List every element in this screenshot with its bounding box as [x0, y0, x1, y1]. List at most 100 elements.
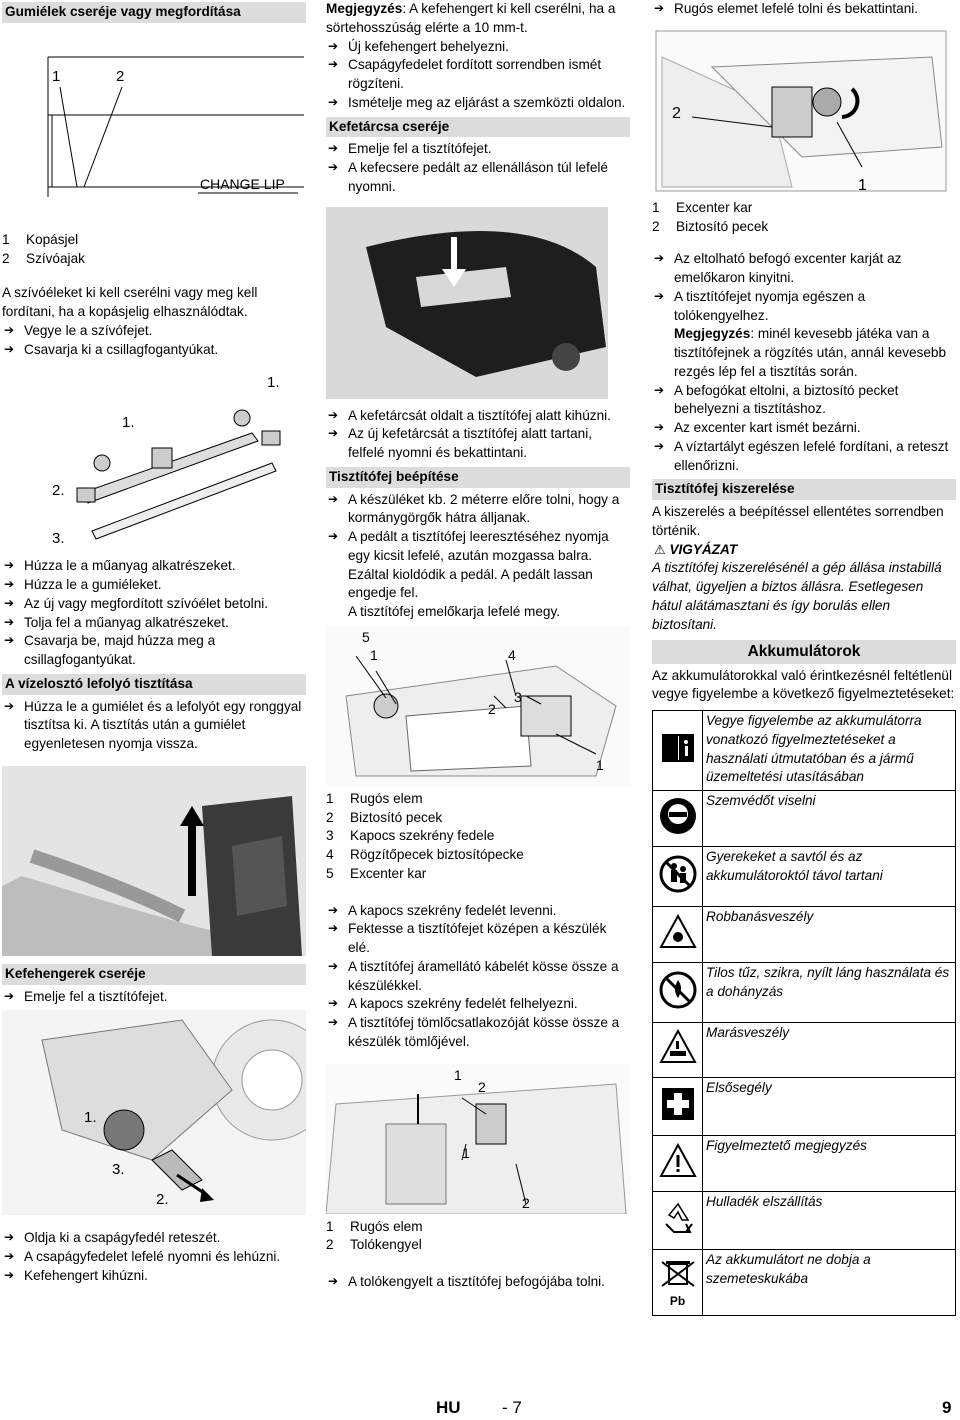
- recycling-icon: [652, 1190, 703, 1250]
- fig7-n2a: 2: [478, 1078, 486, 1095]
- no-fire-icon: [652, 962, 703, 1024]
- safety-row: Robbanásveszély: [652, 906, 956, 964]
- safety-row: Gyerekeket a savtól és az akkumulátorokt…: [652, 846, 956, 908]
- safety-row: Marásveszély: [652, 1022, 956, 1078]
- step: A tolókengyelt a tisztítófej befogójába …: [326, 1273, 630, 1292]
- eccentric-lever-drawing: [655, 30, 947, 192]
- fig2-label-3: 3.: [52, 530, 65, 548]
- fig6-n1a: 1: [370, 646, 378, 663]
- squeegee-drawing: [76, 409, 281, 540]
- fig4-label-3: 3.: [112, 1161, 125, 1179]
- footer-page-number: 9: [942, 1398, 952, 1417]
- fig6-n1b: 1: [596, 756, 604, 773]
- manual-icon: [652, 710, 703, 792]
- note-play: Megjegyzés: minél kevesebb játéka van a …: [674, 326, 947, 379]
- step: A kefecsere pedált az ellenálláson túl l…: [326, 159, 630, 197]
- brush-roller-drawing: [2, 1010, 306, 1216]
- step: Emelje fel a tisztítófejet.: [2, 988, 306, 1007]
- push-bracket-drawing: [326, 1063, 630, 1214]
- step: A kapocs szekrény fedelét felhelyezni.: [326, 995, 630, 1014]
- warning-title: ⚠ VIGYÁZAT: [654, 541, 738, 557]
- fig2-label-1a: 1.: [122, 414, 135, 432]
- note-brush-length: Megjegyzés: A kefehengert ki kell cserél…: [326, 1, 616, 35]
- step: Fektesse a tisztítófejet középen a készü…: [326, 920, 630, 958]
- step: Új kefehengert behelyezni.: [326, 38, 630, 57]
- fig4-label-1: 1.: [84, 1109, 97, 1127]
- explosion-hazard-icon: [652, 906, 703, 964]
- step: Csavarja ki a csillagfogantyúkat.: [2, 341, 306, 360]
- step: A tisztítófej áramellátó kábelét kösse ö…: [326, 958, 630, 996]
- fig8-n2: 2: [672, 104, 681, 122]
- step: Az excenter kart ismét bezárni.: [652, 419, 956, 438]
- indent-note: A tisztítófej emelőkarja lefelé megy.: [348, 604, 561, 619]
- fig1-number-2: 2: [116, 67, 125, 85]
- pedal-photo: [326, 206, 608, 399]
- change-lip-drawing: [47, 26, 304, 227]
- fig7-n1a: 1: [454, 1066, 462, 1083]
- paragraph-removal: A kiszerelés a beépítéssel ellentétes so…: [652, 504, 944, 538]
- fig8-n1: 1: [858, 176, 867, 194]
- first-aid-icon: [652, 1076, 703, 1136]
- safety-row: Vegye figyelembe az akkumulátorra vonatk…: [652, 710, 956, 792]
- step: Húzza le a gumiéleket.: [2, 576, 306, 595]
- fig7-n1b: 1: [462, 1144, 470, 1161]
- fig1-number-1: 1: [52, 67, 61, 85]
- warning-text: A tisztítófej kiszerelésénél a gép állás…: [652, 560, 942, 632]
- fig1-change-lip-label: CHANGE LIP: [200, 175, 285, 192]
- step: A készüléket kb. 2 méterre előre tolni, …: [326, 491, 630, 529]
- heading-gumielek: Gumiélek cseréje vagy megfordítása: [2, 2, 306, 23]
- safety-row: Hulladék elszállítás: [652, 1190, 956, 1250]
- safety-row: Pb Az akkumulátort ne dobja a szemetesku…: [652, 1248, 956, 1316]
- step: Az új vagy megfordított szívóélet betoln…: [2, 595, 306, 614]
- step: A víztartályt egészen lefelé fordítani, …: [652, 438, 956, 476]
- fig6-n4: 4: [508, 646, 516, 663]
- step: Csapágyfedelet fordított sorrendben ismé…: [326, 56, 630, 94]
- footer-page: - 7: [502, 1398, 522, 1417]
- eye-protection-icon: [652, 790, 703, 848]
- fig4-label-2: 2.: [156, 1191, 169, 1209]
- step: Az eltolható befogó excenter karját az e…: [652, 250, 956, 288]
- heading-kiszerelese: Tisztítófej kiszerelése: [652, 479, 956, 500]
- step: A csapágyfedelet lefelé nyomni és lehúzn…: [2, 1248, 306, 1267]
- step: A befogókat eltolni, a biztosító pecket …: [652, 382, 956, 420]
- figure-drain-photo: [2, 765, 306, 956]
- figure-head-installation: 5 1 4 2 3 1: [326, 625, 630, 786]
- fig2-label-2: 2.: [52, 482, 65, 500]
- fig7-n2b: 2: [522, 1194, 530, 1211]
- figure-squeegee-exploded: 1. 1. 2. 3.: [2, 363, 306, 554]
- step: A kefetárcsát oldalt a tisztítófej alatt…: [326, 407, 630, 426]
- head-installation-drawing: [326, 625, 630, 786]
- safety-row: Szemvédőt viselni: [652, 790, 956, 848]
- no-trash-bin-icon: Pb: [652, 1248, 703, 1316]
- figure-brush-pedal-photo: [326, 206, 608, 399]
- heading-vizeloszto: A vízelosztó lefolyó tisztítása: [2, 673, 306, 695]
- step: Vegye le a szívófejet.: [2, 322, 306, 341]
- safety-row: Tilos tűz, szikra, nyílt láng használata…: [652, 962, 956, 1024]
- step: Húzza le a műanyag alkatrészeket.: [2, 557, 306, 576]
- step: Ismételje meg az eljárást a szemközti ol…: [326, 94, 630, 113]
- drain-photo: [2, 765, 306, 956]
- fig2-label-1b: 1.: [267, 374, 280, 392]
- step: Az új kefetárcsát a tisztítófej alatt ta…: [326, 425, 630, 463]
- figure-brush-roller: 1. 2. 3.: [2, 1010, 306, 1216]
- warning-note-icon: [652, 1134, 703, 1192]
- corrosive-icon: [652, 1022, 703, 1078]
- step: A tisztítófej tömlőcsatlakozóját kösse ö…: [326, 1014, 630, 1052]
- step: Csavarja be, majd húzza meg a csillagfog…: [2, 632, 306, 670]
- heading-tisztitofej-beepitese: Tisztítófej beépítése: [326, 466, 630, 488]
- heading-kefehengerek: Kefehengerek cseréje: [2, 963, 306, 985]
- paragraph-wear: A szívóéleket ki kell cserélni vagy meg …: [2, 285, 258, 319]
- column-right: Rugós elemet lefelé tolni és bekattintan…: [652, 0, 956, 1316]
- figure-eccentric-lever: 2 1: [652, 26, 956, 195]
- heading-kefetarcsa: Kefetárcsa cseréje: [326, 116, 630, 138]
- keep-children-away-icon: [652, 846, 703, 908]
